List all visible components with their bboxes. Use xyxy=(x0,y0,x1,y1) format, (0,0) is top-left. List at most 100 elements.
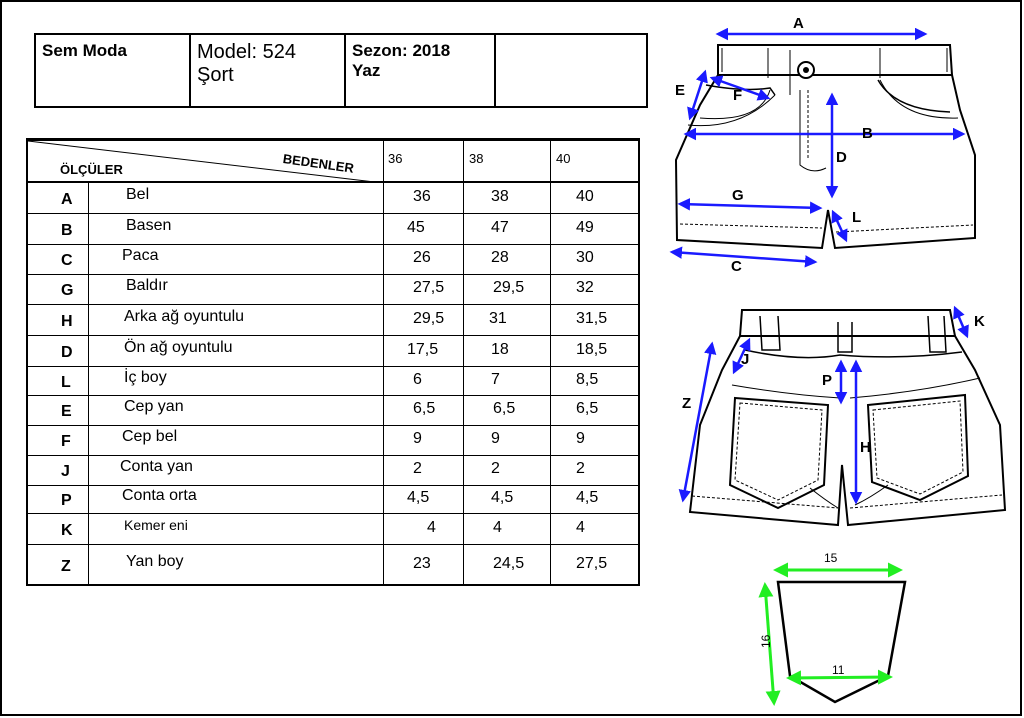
row-code: F xyxy=(61,433,71,450)
svg-text:16: 16 xyxy=(759,634,773,648)
row-divider xyxy=(28,274,638,275)
row-measure-name: Baldır xyxy=(126,277,168,294)
svg-text:K: K xyxy=(974,313,985,330)
row-value-40: 30 xyxy=(576,249,594,266)
size-40-header: 40 xyxy=(556,151,571,166)
row-divider xyxy=(28,244,638,245)
row-value-40: 32 xyxy=(576,279,594,296)
blank-cell xyxy=(496,35,646,106)
svg-text:A: A xyxy=(793,15,804,32)
pocket-shape xyxy=(776,580,907,704)
row-measure-name: Arka ağ oyuntulu xyxy=(124,307,245,325)
row-value-40: 27,5 xyxy=(576,555,608,572)
svg-text:F: F xyxy=(733,87,742,104)
row-value-38: 29,5 xyxy=(493,279,525,296)
season-name: Yaz xyxy=(352,61,381,80)
row-value-38: 31 xyxy=(489,309,507,327)
row-value-40: 4,5 xyxy=(576,489,599,506)
front-measure-labels: A B C D E F G L xyxy=(675,15,873,275)
row-code: B xyxy=(61,221,73,239)
row-value-38: 2 xyxy=(491,460,500,477)
svg-text:J: J xyxy=(741,351,749,368)
pocket-measure-labels: 15 11 16 xyxy=(759,551,845,677)
back-measure-labels: K J P Z H xyxy=(682,313,985,456)
row-value-40: 40 xyxy=(576,188,594,205)
row-value-38: 6,5 xyxy=(493,400,516,417)
row-value-38: 7 xyxy=(491,370,500,388)
svg-text:C: C xyxy=(731,258,742,275)
row-code: D xyxy=(61,343,73,361)
row-measure-name: Cep yan xyxy=(124,398,184,415)
row-code: L xyxy=(61,373,71,391)
row-divider xyxy=(28,485,638,486)
row-code: C xyxy=(61,252,73,269)
row-value-38: 18 xyxy=(491,340,509,358)
row-value-36: 9 xyxy=(413,430,422,447)
row-code: Z xyxy=(61,558,71,575)
row-measure-name: Paca xyxy=(122,247,159,264)
row-value-40: 9 xyxy=(576,430,585,447)
row-value-40: 4 xyxy=(576,518,585,536)
row-measure-name: Ön ağ oyuntulu xyxy=(124,338,233,356)
row-value-38: 38 xyxy=(491,188,509,205)
row-value-36: 29,5 xyxy=(413,309,445,327)
row-divider xyxy=(28,455,638,456)
model-type: Şort xyxy=(197,64,234,86)
size-38-header: 38 xyxy=(469,151,484,166)
row-value-36: 26 xyxy=(413,249,431,266)
row-value-38: 4,5 xyxy=(491,489,514,506)
garment-diagrams: A B C D E F G L K J P Z H xyxy=(669,15,1007,706)
row-value-40: 18,5 xyxy=(576,340,608,358)
row-code: A xyxy=(61,191,73,208)
row-divider xyxy=(28,544,638,545)
row-value-36: 2 xyxy=(413,460,422,477)
row-value-36: 4 xyxy=(427,518,436,536)
season-cell: Sezon: 2018 Yaz xyxy=(346,35,496,106)
brand-cell: Sem Moda xyxy=(36,35,191,106)
button-center-icon xyxy=(803,67,809,73)
svg-text:P: P xyxy=(822,372,832,389)
row-value-36: 45 xyxy=(407,218,425,236)
row-value-38: 9 xyxy=(491,430,500,447)
row-divider xyxy=(28,335,638,336)
row-divider xyxy=(28,366,638,367)
svg-text:15: 15 xyxy=(824,551,838,565)
svg-text:Z: Z xyxy=(682,395,691,412)
header-box: Sem Moda Model: 524 Şort Sezon: 2018 Yaz xyxy=(34,33,648,108)
svg-text:G: G xyxy=(732,187,744,204)
row-value-38: 4 xyxy=(493,518,502,536)
svg-text:B: B xyxy=(862,125,873,142)
row-value-40: 8,5 xyxy=(576,370,599,388)
row-code: P xyxy=(61,492,72,509)
pocket-measure-arrows xyxy=(758,562,903,706)
row-value-36: 6,5 xyxy=(413,400,436,417)
row-value-38: 24,5 xyxy=(493,555,525,572)
row-measure-name: Bel xyxy=(126,186,150,203)
back-measure-arrows xyxy=(678,305,969,505)
brand-name: Sem Moda xyxy=(42,41,128,60)
row-code: J xyxy=(61,463,70,480)
col-divider xyxy=(463,141,464,584)
row-value-40: 49 xyxy=(576,218,594,236)
front-shorts xyxy=(674,44,976,250)
row-measure-name: Yan boy xyxy=(126,553,184,570)
col-divider xyxy=(383,141,384,584)
row-value-38: 47 xyxy=(491,218,509,236)
col-divider xyxy=(550,141,551,584)
row-value-38: 28 xyxy=(491,249,509,266)
back-shorts xyxy=(688,309,1007,527)
row-value-36: 4,5 xyxy=(407,489,430,506)
row-value-40: 31,5 xyxy=(576,309,608,327)
row-divider xyxy=(28,425,638,426)
svg-text:11: 11 xyxy=(832,663,845,677)
row-measure-name: Basen xyxy=(126,216,172,234)
season-year: Sezon: 2018 xyxy=(352,41,451,60)
svg-text:H: H xyxy=(860,439,871,456)
model-number: Model: 524 xyxy=(197,41,296,63)
row-code: H xyxy=(61,312,73,330)
row-value-36: 6 xyxy=(413,370,422,388)
svg-text:D: D xyxy=(836,149,847,166)
row-value-36: 23 xyxy=(413,555,431,572)
row-measure-name: Kemer eni xyxy=(124,516,188,533)
